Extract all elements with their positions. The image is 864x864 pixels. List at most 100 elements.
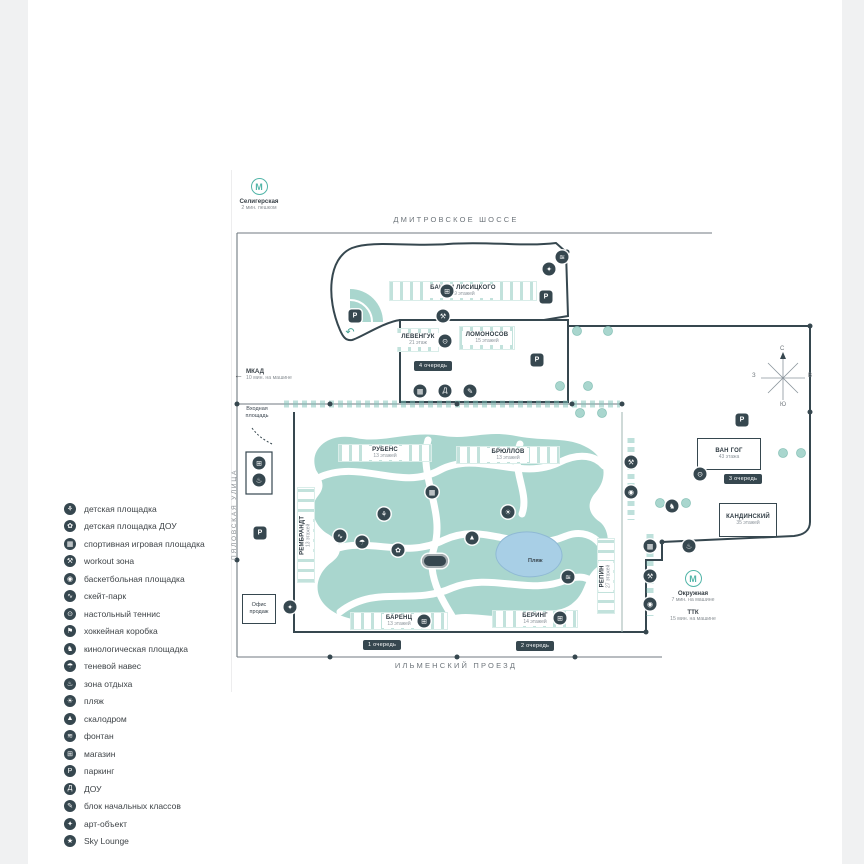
legend-item-art: ✦арт-объект	[64, 815, 205, 833]
road-node	[643, 629, 649, 635]
compass-north-arrow	[780, 352, 786, 359]
hockey-rink-icon	[422, 554, 448, 568]
compass-west: З	[752, 373, 756, 379]
road-node	[807, 323, 813, 329]
dou-icon: Д	[64, 782, 76, 795]
legend-list: ⚘детская площадка✿детская площадка ДОУ▦с…	[64, 500, 205, 850]
tennis-icon: ⊙	[693, 467, 707, 481]
metro-seligerskaya: М Селигерская 2 мин. пешком	[234, 178, 284, 211]
sky-icon: ★	[64, 835, 76, 848]
rest-icon: ♨	[252, 473, 266, 487]
building-name: КАНДИНСКИЙ	[726, 513, 770, 520]
playground-icon: ⚘	[377, 507, 391, 521]
dog-icon: ♞	[665, 499, 679, 513]
parking-icon: P	[539, 290, 553, 304]
park-path	[318, 530, 604, 560]
legend-item-beach: ☀пляж	[64, 693, 205, 711]
building-floors: 29 этажей	[451, 290, 475, 297]
building-name: ЛОМОНОСОВ	[465, 331, 509, 338]
legend-item-hockey: ⚑хоккейная коробка	[64, 623, 205, 641]
workout-icon: ⚒	[64, 555, 76, 568]
road-node	[234, 401, 240, 407]
shop-icon: ⊞	[64, 747, 76, 760]
school-icon: ✎	[64, 800, 76, 813]
climbing-icon: ▲	[465, 531, 479, 545]
queue-badge: 3 очередь	[724, 474, 763, 484]
main-block-outline	[293, 412, 646, 633]
compass-south: Ю	[780, 402, 787, 408]
legend-item-sport: ▦спортивная игровая площадка	[64, 535, 205, 553]
rest-icon: ♨	[64, 677, 76, 690]
dou-icon: Д	[438, 384, 452, 398]
road-node	[454, 654, 460, 660]
uturn-icon: ↶	[345, 326, 355, 339]
mkad-note: 10 мин. на машине	[246, 375, 292, 381]
legend-item-label: фонтан	[84, 731, 114, 742]
fountain-icon: ≋	[561, 570, 575, 584]
tree-icon	[681, 498, 691, 508]
sport-icon: ▦	[425, 485, 439, 499]
metro-name: Селигерская	[239, 198, 279, 205]
arrow-left-icon: ←	[234, 369, 243, 380]
rest-icon: ♨	[682, 539, 696, 553]
road-node	[327, 401, 333, 407]
beach-icon: ☀	[501, 505, 515, 519]
legend-item-label: зона отдыха	[84, 678, 133, 689]
building-floors: 27 этажей	[605, 564, 612, 588]
skate-icon: ∿	[64, 590, 76, 603]
shade-icon: ☂	[64, 660, 76, 673]
playground-icon: ⚘	[64, 502, 76, 515]
beach-icon: ☀	[64, 695, 76, 708]
park-path	[336, 573, 602, 616]
workout-icon: ⚒	[436, 309, 450, 323]
road-node	[234, 557, 240, 563]
building-floors: 43 этажа	[718, 453, 740, 460]
skate-icon: ∿	[333, 529, 347, 543]
climbing-icon: ▲	[64, 712, 76, 725]
legend-item-shop: ⊞магазин	[64, 745, 205, 763]
right-block-outline	[569, 325, 811, 632]
basketball-icon: ◉	[64, 572, 76, 585]
legend-item-climbing: ▲скалодром	[64, 710, 205, 728]
parking-icon: P	[64, 765, 76, 778]
entrance-arrow	[251, 427, 273, 445]
sales-office-box: Офис продаж	[242, 594, 276, 624]
hockey-icon: ⚑	[64, 625, 76, 638]
workout-icon: ⚒	[624, 455, 638, 469]
road-node	[619, 401, 625, 407]
tree-icon	[597, 408, 607, 418]
school-icon: ✎	[463, 384, 477, 398]
legend-item-rest: ♨ зона отдыха	[64, 675, 205, 693]
tree-icon	[778, 448, 788, 458]
tennis-icon: ⊙	[64, 607, 76, 620]
ttk-note: 15 мин. на машине	[670, 616, 716, 622]
building-floors: 13 этажей	[305, 523, 312, 547]
legend-item-label: теневой навес	[84, 661, 142, 672]
legend-item-school: ✎блок начальных классов	[64, 798, 205, 816]
legend-item-dog: ♞кинологическая площадка	[64, 640, 205, 658]
building-name: ЛЕВЕНГУК	[401, 333, 435, 340]
building-name: БАРЕНЦ	[385, 614, 413, 621]
legend-item-label: арт-объект	[84, 818, 128, 829]
building-floors: 13 этажей	[496, 454, 520, 461]
legend-item-label: спортивная игровая площадка	[84, 538, 205, 549]
shop-icon: ⊞	[417, 614, 431, 628]
building-floors: 15 этажей	[475, 337, 499, 344]
compass-east: В	[808, 373, 813, 379]
legend-item-playground: ⚘детская площадка	[64, 500, 205, 518]
entrance-square-label: Входная площадь	[245, 406, 269, 419]
mkad-label: ← МКАД 10 мин. на машине	[234, 368, 292, 381]
shop-icon: ⊞	[252, 456, 266, 470]
